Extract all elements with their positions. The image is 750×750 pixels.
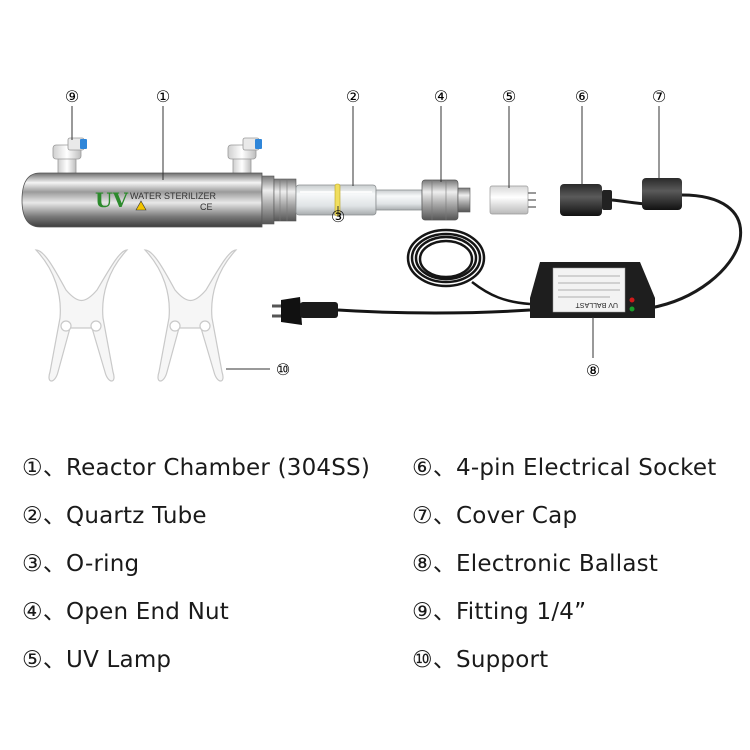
- callout-6: ⑥: [575, 87, 589, 106]
- legend-text: Cover Cap: [456, 503, 578, 529]
- body-text: WATER STERILIZER: [130, 191, 217, 201]
- legend-sep: 、: [432, 599, 457, 625]
- o-ring: [334, 183, 341, 217]
- legend-text: 4-pin Electrical Socket: [456, 455, 717, 481]
- legend-text: O-ring: [66, 551, 140, 577]
- legend-sep: 、: [432, 551, 457, 577]
- legend-sep: 、: [432, 647, 457, 673]
- cable-coil: [406, 228, 531, 306]
- fitting-right: [227, 137, 262, 178]
- legend-num: ⑥: [412, 455, 433, 481]
- legend-num: ③: [22, 551, 43, 577]
- electronic-ballast: UV BALLAST: [530, 262, 655, 318]
- legend-text: Reactor Chamber (304SS): [66, 455, 371, 481]
- legend-num: ⑧: [412, 551, 433, 577]
- legend-item-7: ⑦、Cover Cap: [412, 496, 577, 530]
- leader-lines: [71, 106, 660, 370]
- legend-num: ⑦: [412, 503, 433, 529]
- support-bracket-left: [34, 249, 129, 382]
- parts-diagram: UV WATER STERILIZER CE: [21, 87, 743, 382]
- legend-text: UV Lamp: [66, 647, 172, 673]
- legend-item-1: ①、Reactor Chamber (304SS): [22, 448, 370, 482]
- callout-10: ⑩: [276, 360, 290, 379]
- parts-legend: ①、Reactor Chamber (304SS) ②、Quartz Tube …: [0, 440, 750, 690]
- callout-4: ④: [434, 87, 448, 106]
- legend-item-9: ⑨、Fitting 1/4”: [412, 592, 586, 626]
- open-end-nut: [421, 179, 471, 221]
- legend-sep: 、: [432, 503, 457, 529]
- legend-sep: 、: [42, 647, 67, 673]
- legend-item-5: ⑤、UV Lamp: [22, 640, 171, 674]
- quartz-tube: [295, 183, 423, 217]
- callout-5: ⑤: [502, 87, 516, 106]
- legend-item-10: ⑩、Support: [412, 640, 548, 674]
- legend-num: ⑩: [412, 647, 433, 673]
- callout-2: ②: [346, 87, 360, 106]
- reactor-chamber: UV WATER STERILIZER CE: [21, 172, 297, 228]
- legend-sep: 、: [42, 599, 67, 625]
- warning-icon: [135, 200, 147, 211]
- legend-num: ②: [22, 503, 43, 529]
- legend-text: Support: [456, 647, 549, 673]
- callout-9: ⑨: [65, 87, 79, 106]
- legend-sep: 、: [42, 503, 67, 529]
- legend-num: ⑤: [22, 647, 43, 673]
- fitting-left: [52, 137, 87, 178]
- callout-1: ①: [156, 87, 170, 106]
- power-plug: [272, 297, 531, 325]
- legend-num: ⑨: [412, 599, 433, 625]
- legend-item-6: ⑥、4-pin Electrical Socket: [412, 448, 716, 482]
- legend-sep: 、: [42, 455, 67, 481]
- legend-text: Electronic Ballast: [456, 551, 659, 577]
- legend-text: Open End Nut: [66, 599, 229, 625]
- legend-text: Fitting 1/4”: [456, 599, 587, 625]
- legend-item-3: ③、O-ring: [22, 544, 139, 578]
- legend-item-4: ④、Open End Nut: [22, 592, 229, 626]
- legend-sep: 、: [42, 551, 67, 577]
- legend-num: ④: [22, 599, 43, 625]
- callout-8: ⑧: [586, 361, 600, 380]
- legend-sep: 、: [432, 455, 457, 481]
- status-led-green: [629, 306, 635, 312]
- legend-item-8: ⑧、Electronic Ballast: [412, 544, 658, 578]
- legend-num: ①: [22, 455, 43, 481]
- body-mark: CE: [200, 202, 213, 212]
- electrical-socket: [560, 184, 649, 216]
- body-logo: UV: [95, 188, 128, 212]
- cover-cap: [559, 178, 743, 314]
- ballast-label: UV BALLAST: [575, 301, 618, 308]
- legend-item-2: ②、Quartz Tube: [22, 496, 207, 530]
- support-bracket-right: [143, 249, 238, 382]
- callout-7: ⑦: [652, 87, 666, 106]
- status-led-red: [629, 297, 635, 303]
- callout-3: ③: [331, 207, 345, 226]
- uv-lamp: [489, 185, 536, 215]
- legend-text: Quartz Tube: [66, 503, 207, 529]
